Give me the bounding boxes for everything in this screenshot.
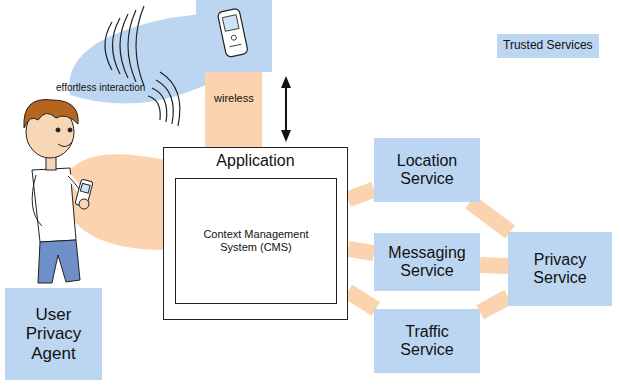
service-box: Traffic Service <box>374 309 480 373</box>
application-box: ApplicationContext Management System (CM… <box>163 147 348 320</box>
node-text: Messaging Service <box>377 244 477 281</box>
service-box: Location Service <box>374 138 480 202</box>
trust-band <box>348 291 376 309</box>
trust-band <box>480 265 508 266</box>
phone-panel <box>196 0 272 72</box>
legend-text: Trusted Services <box>503 39 593 53</box>
node-text: User Privacy Agent <box>9 305 99 364</box>
trust-band <box>348 249 374 253</box>
wireless-band <box>205 72 262 150</box>
node-text: Traffic Service <box>379 323 475 360</box>
legend-swatch: Trusted Services <box>497 34 599 58</box>
node-text: Application <box>216 152 294 170</box>
node-text: Location Service <box>379 152 475 189</box>
service-box: Privacy Service <box>508 232 612 306</box>
interaction-label: effortless interaction <box>56 82 145 93</box>
trust-band <box>348 190 374 200</box>
wireless-label: wireless <box>214 92 254 104</box>
phone-icon <box>217 8 248 58</box>
node-text: Context Management System (CMS) <box>201 228 311 253</box>
node-text: Privacy Service <box>512 251 608 288</box>
user-figure <box>24 100 93 283</box>
agent-box: User Privacy Agent <box>5 288 102 380</box>
service-box: Messaging Service <box>374 233 480 291</box>
trust-band <box>480 297 508 312</box>
wireless-arrow <box>281 76 291 142</box>
cms-box: Context Management System (CMS) <box>175 178 337 304</box>
trust-band <box>470 202 510 232</box>
signal-waves <box>105 6 180 126</box>
